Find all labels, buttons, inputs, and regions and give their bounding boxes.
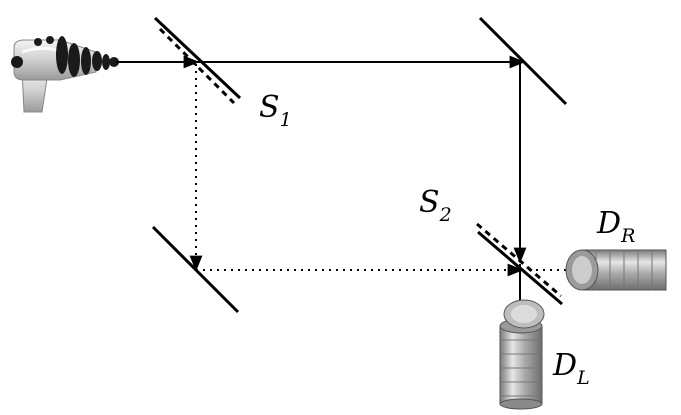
mirror-bottom-left [151, 225, 240, 314]
ray-gun-icon [11, 36, 119, 113]
label-detector-right: DR [596, 206, 635, 247]
tin-can-icon [499, 299, 545, 410]
beam-splitter-s2 [476, 222, 563, 306]
tin-can-icon [565, 249, 667, 291]
beam-splitter-s1 [153, 16, 242, 105]
label-detector-left: DL [552, 348, 590, 389]
label-s1: S1 [259, 90, 292, 131]
label-s2: S2 [419, 185, 452, 226]
mirror-top-right [478, 16, 568, 106]
beam-paths [116, 55, 602, 340]
